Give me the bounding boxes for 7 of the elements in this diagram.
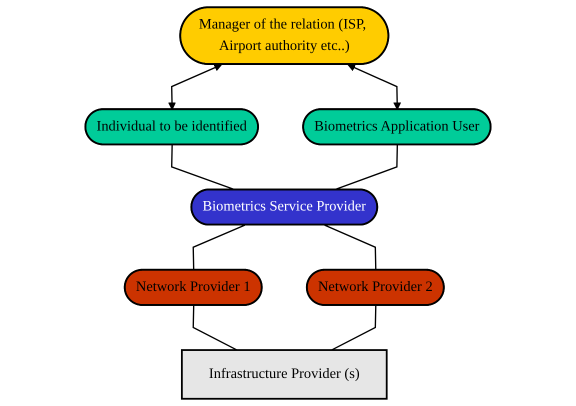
connector bbox=[192, 224, 246, 270]
node-box: Infrastructure Provider (s) bbox=[180, 349, 388, 400]
arrow bbox=[347, 64, 402, 110]
connector bbox=[324, 224, 376, 270]
connector bbox=[331, 305, 376, 351]
connector bbox=[192, 305, 238, 351]
arrow bbox=[168, 64, 222, 110]
